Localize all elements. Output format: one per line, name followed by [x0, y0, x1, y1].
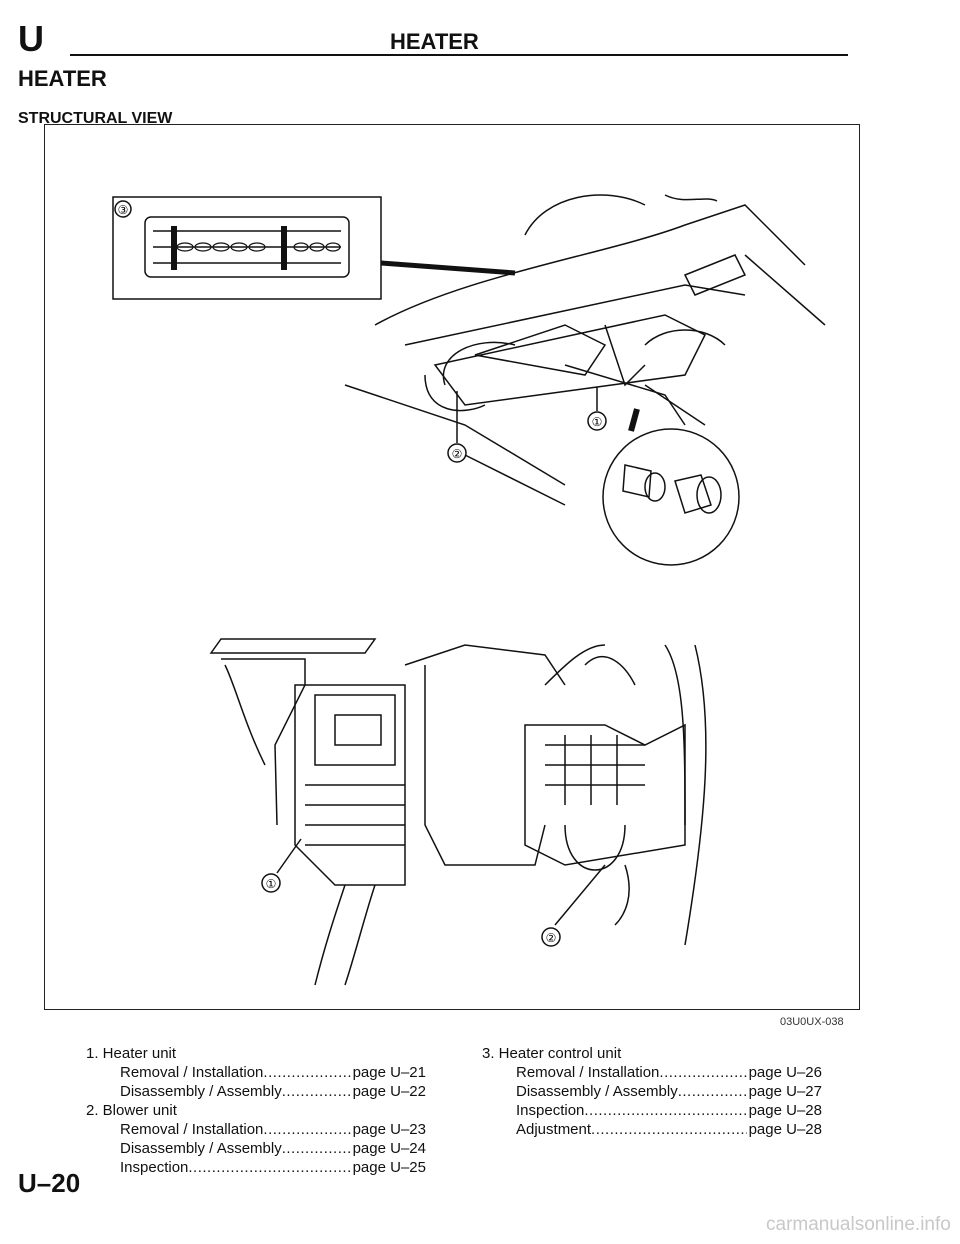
legend-row: Disassembly / Assembly page U–22 — [86, 1082, 426, 1101]
legend-row-page: page U–27 — [748, 1083, 822, 1100]
watermark: carmanualsonline.info — [766, 1214, 951, 1235]
legend-row-label: Removal / Installation — [120, 1064, 264, 1081]
heater-structural-illustration: ③ ② ① — [112, 194, 826, 986]
legend-item-title: 3. Heater control unit — [482, 1045, 622, 1062]
legend-right: 3. Heater control unit Removal / Install… — [482, 1044, 822, 1139]
callout-2-upper: ② — [452, 447, 463, 461]
section-title: HEATER — [18, 66, 107, 91]
legend-row-label: Removal / Installation — [516, 1064, 660, 1081]
legend-row: Inspection page U–28 — [482, 1101, 822, 1120]
legend-row-label: Removal / Installation — [120, 1121, 264, 1138]
legend-row-label: Disassembly / Assembly — [120, 1083, 282, 1100]
legend-row-page: page U–25 — [352, 1159, 426, 1176]
legend-row-label: Disassembly / Assembly — [120, 1140, 282, 1157]
legend-row-page: page U–28 — [748, 1102, 822, 1119]
legend-item-title: 2. Blower unit — [86, 1102, 177, 1119]
dashboard-view — [344, 194, 826, 506]
figure-frame: ③ ② ① — [44, 124, 860, 1010]
legend-row-page: page U–21 — [352, 1064, 426, 1081]
legend-item-heater-unit: 1. Heater unit Removal / Installation pag… — [86, 1044, 426, 1101]
callout-2-lower: ② — [546, 931, 557, 945]
legend-row-page: page U–24 — [352, 1140, 426, 1157]
legend-row: Adjustment page U–28 — [482, 1120, 822, 1139]
callout-1-upper: ① — [592, 415, 603, 429]
legend-row-label: Inspection — [516, 1102, 585, 1119]
legend-item-title: 1. Heater unit — [86, 1045, 177, 1062]
legend-row-label: Disassembly / Assembly — [516, 1083, 678, 1100]
connector-detail-circle — [602, 408, 740, 566]
page-header-title: HEATER — [390, 29, 479, 54]
legend-row: Disassembly / Assembly page U–27 — [482, 1082, 822, 1101]
legend-row-label: Adjustment — [516, 1121, 592, 1138]
subsection-title: STRUCTURAL VIEW — [18, 110, 173, 127]
callout-3: ③ — [118, 203, 129, 217]
figure-code: 03U0UX-038 — [780, 1016, 844, 1028]
control-panel-inset: ③ — [112, 196, 516, 300]
callout-1-lower: ① — [266, 877, 277, 891]
legend-row: Removal / Installation page U–26 — [482, 1063, 822, 1082]
legend-row: Inspection page U–25 — [86, 1158, 426, 1177]
page-number: U–20 — [18, 1168, 81, 1198]
legend-row: Removal / Installation page U–23 — [86, 1120, 426, 1139]
legend-row: Disassembly / Assembly page U–24 — [86, 1139, 426, 1158]
legend-item-heater-control-unit: 3. Heater control unit Removal / Install… — [482, 1044, 822, 1139]
legend-item-blower-unit: 2. Blower unit Removal / Installation pag… — [86, 1101, 426, 1177]
legend-row-page: page U–26 — [748, 1064, 822, 1081]
section-letter: U — [18, 18, 45, 59]
legend-left: 1. Heater unit Removal / Installation pag… — [86, 1044, 426, 1177]
header-divider — [70, 54, 848, 56]
heater-blower-assembly — [209, 638, 707, 986]
legend-row: Removal / Installation page U–21 — [86, 1063, 426, 1082]
legend-row-label: Inspection — [120, 1159, 189, 1176]
legend-row-page: page U–23 — [352, 1121, 426, 1138]
legend-row-page: page U–28 — [748, 1121, 822, 1138]
legend-row-page: page U–22 — [352, 1083, 426, 1100]
